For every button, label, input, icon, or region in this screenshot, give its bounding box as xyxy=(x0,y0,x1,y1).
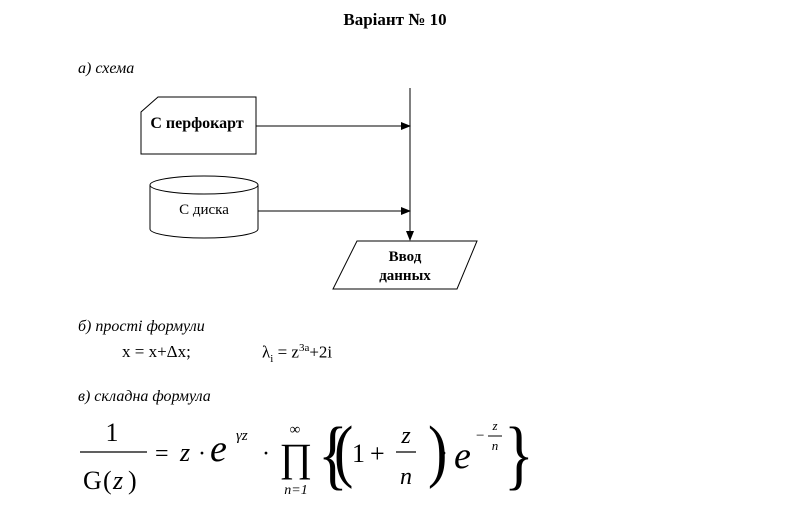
input-parallelogram xyxy=(332,240,478,290)
lambda-symbol: λ xyxy=(262,342,271,362)
input-label-line2: данных xyxy=(379,268,431,284)
formula2-eq: = z xyxy=(277,342,299,362)
disk-label: С диска xyxy=(179,202,229,218)
right-curly-brace: } xyxy=(504,412,534,498)
left-curly-brace: { xyxy=(318,412,348,498)
dot-2: · xyxy=(262,441,270,467)
e-exponent: γz xyxy=(236,428,248,444)
denominator-z: z xyxy=(112,466,123,495)
formula2-tail: +2i xyxy=(309,342,333,362)
z-factor: z xyxy=(179,438,190,467)
plus-sign: + xyxy=(370,439,385,468)
product-lower-limit: n=1 xyxy=(284,483,307,498)
dot-1: · xyxy=(198,441,206,467)
exponent-minus: − xyxy=(476,428,484,444)
fraction-numerator: 1 xyxy=(106,418,119,447)
denominator-G: G xyxy=(83,466,102,495)
section-a-label: а) схема xyxy=(78,60,135,77)
punch-card-label: С перфокарт xyxy=(150,115,244,132)
dot-3: · xyxy=(440,441,448,467)
input-label-line1: Ввод xyxy=(389,249,422,265)
exponent-fraction-numerator: z xyxy=(491,418,497,433)
disk-cylinder-body xyxy=(149,185,259,239)
equals-sign: = xyxy=(155,441,169,467)
one: 1 xyxy=(352,439,365,468)
section-b-label: б) прості формули xyxy=(78,318,205,335)
left-paren: ( xyxy=(334,412,353,489)
lambda-subscript: i xyxy=(270,353,274,366)
inner-fraction-numerator: z xyxy=(400,423,411,449)
product-symbol: ∏ xyxy=(280,435,313,480)
denominator-open-paren: ( xyxy=(103,466,112,495)
simple-formula-2: λi = z3a+2i xyxy=(262,342,332,365)
formula2-exponent: 3a xyxy=(298,342,310,354)
e-base: e xyxy=(210,428,227,470)
page-title: Варіант № 10 xyxy=(343,10,447,29)
exponent-fraction-denominator: n xyxy=(492,438,499,453)
section-c-label: в) складна формула xyxy=(78,388,211,405)
disk-cylinder-top xyxy=(149,175,259,195)
punch-card-shape xyxy=(140,96,257,155)
e-base-2: e xyxy=(454,435,471,477)
product-upper-limit: ∞ xyxy=(290,422,301,438)
right-paren: ) xyxy=(428,412,447,489)
simple-formula-1: x = x+Δx; xyxy=(122,342,191,361)
inner-fraction-denominator: n xyxy=(400,464,412,490)
denominator-close-paren: ) xyxy=(128,466,137,495)
